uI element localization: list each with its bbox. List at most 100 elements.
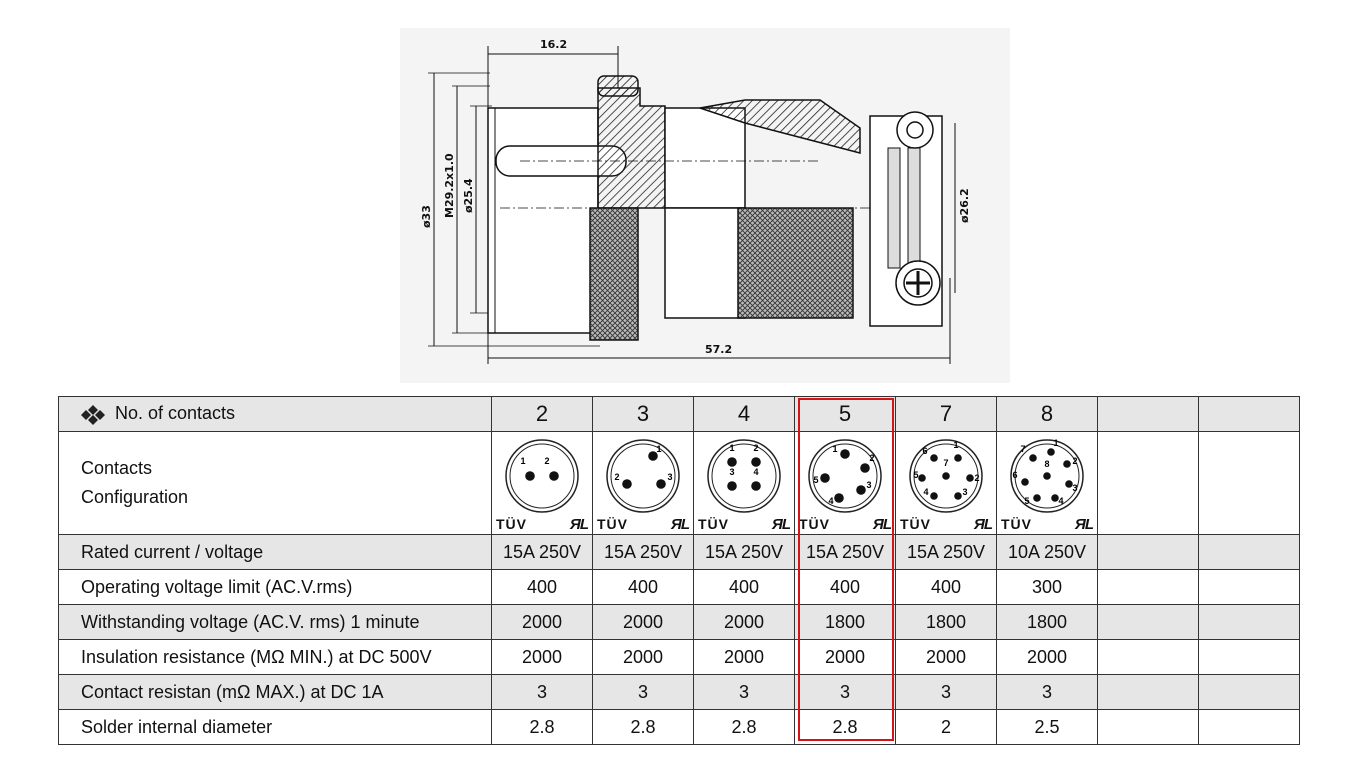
pin-dot — [930, 454, 938, 462]
row-value — [1097, 674, 1199, 710]
row-value — [1198, 639, 1300, 675]
contact-count: 8 — [996, 396, 1098, 432]
row-label: Withstanding voltage (AC.V. rms) 1 minut… — [58, 604, 492, 640]
row-value: 2000 — [996, 639, 1098, 675]
row-label: Insulation resistance (MΩ MIN.) at DC 50… — [58, 639, 492, 675]
connector-face-inner — [913, 443, 979, 509]
pin-dot — [840, 449, 850, 459]
row-value — [1097, 534, 1199, 570]
row-value — [1198, 569, 1300, 605]
pin-number: 2 — [544, 456, 549, 466]
pin-number: 8 — [1044, 459, 1049, 469]
pin-dot — [942, 472, 950, 480]
pin-number: 3 — [962, 487, 967, 497]
contact-count — [1097, 396, 1199, 432]
connector-technical-drawing: 16.2 57.2 ø33 M29.2x1.0 ø25.4 ø26.2 — [400, 28, 1010, 383]
contact-count: 5 — [794, 396, 896, 432]
row-value: 2000 — [794, 639, 896, 675]
row-value: 3 — [693, 674, 795, 710]
dim-inner-diameter: ø25.4 — [462, 178, 475, 213]
tuv-cert-mark: TÜV — [799, 516, 830, 532]
ul-cert-mark: ЯL — [872, 516, 892, 533]
pin-dot — [549, 471, 559, 481]
pin-number: 3 — [729, 467, 734, 477]
connector-face-inner — [509, 443, 575, 509]
pin-dot — [727, 457, 737, 467]
pin-number: 1 — [520, 456, 525, 466]
connector-face-inner — [1014, 443, 1080, 509]
pin-dot — [727, 481, 737, 491]
diamond-cluster-icon — [81, 404, 105, 425]
pin-number: 6 — [922, 446, 927, 456]
pin-dot — [820, 473, 830, 483]
pin-dot — [751, 481, 761, 491]
pin-dot — [1063, 460, 1071, 468]
connector-face-outer — [707, 439, 781, 513]
pin-number: 1 — [953, 440, 958, 450]
row-value: 2 — [895, 709, 997, 745]
contact-count — [1198, 396, 1300, 432]
dim-overall-length: 57.2 — [705, 343, 732, 356]
header-row: No. of contacts 2 3 4 5 7 8 — [58, 396, 1300, 432]
row-value: 2.5 — [996, 709, 1098, 745]
pin-dot — [751, 457, 761, 467]
pin-number: 2 — [614, 472, 619, 482]
row-value — [1097, 709, 1199, 745]
connector-face-inner — [711, 443, 777, 509]
row-value — [1097, 604, 1199, 640]
contact-count: 3 — [592, 396, 694, 432]
row-value: 1800 — [895, 604, 997, 640]
connector-face-outer — [606, 439, 680, 513]
pin-dot — [1043, 472, 1051, 480]
row-value: 3 — [895, 674, 997, 710]
row-value: 2.8 — [693, 709, 795, 745]
row-value: 400 — [592, 569, 694, 605]
pin-dot — [1065, 480, 1073, 488]
pin-number: 4 — [753, 467, 758, 477]
pin-dot — [856, 485, 866, 495]
pin-dot — [622, 479, 632, 489]
table-row: Insulation resistance (MΩ MIN.) at DC 50… — [58, 639, 1300, 675]
row-value: 3 — [996, 674, 1098, 710]
row-value: 400 — [794, 569, 896, 605]
row-label: Solder internal diameter — [58, 709, 492, 745]
row-value: 400 — [895, 569, 997, 605]
pin-number: 7 — [943, 458, 948, 468]
pin-number: 4 — [923, 487, 928, 497]
header-label: No. of contacts — [115, 403, 236, 424]
pin-dot — [954, 492, 962, 500]
row-value: 2000 — [491, 639, 593, 675]
pin-dot — [918, 474, 926, 482]
dim-outer-diameter: ø33 — [420, 205, 433, 228]
row-value — [1097, 569, 1199, 605]
config-label-line1: Contacts — [81, 458, 153, 478]
row-value: 2000 — [592, 639, 694, 675]
row-value: 2000 — [693, 604, 795, 640]
dim-top-width: 16.2 — [540, 38, 567, 51]
row-value: 2000 — [491, 604, 593, 640]
row-value: 2000 — [895, 639, 997, 675]
pin-dot — [1051, 494, 1059, 502]
row-value — [1097, 639, 1199, 675]
row-value — [1198, 709, 1300, 745]
pin-dot — [1029, 454, 1037, 462]
pin-number: 1 — [729, 443, 734, 453]
pin-number: 1 — [1053, 438, 1058, 448]
row-value: 3 — [491, 674, 593, 710]
pin-dot — [860, 463, 870, 473]
pin-number: 7 — [1020, 444, 1025, 454]
row-value: 300 — [996, 569, 1098, 605]
row-value — [1198, 674, 1300, 710]
empty-cell — [1198, 431, 1300, 535]
contact-count: 7 — [895, 396, 997, 432]
connector-face-inner — [610, 443, 676, 509]
row-value: 1800 — [996, 604, 1098, 640]
